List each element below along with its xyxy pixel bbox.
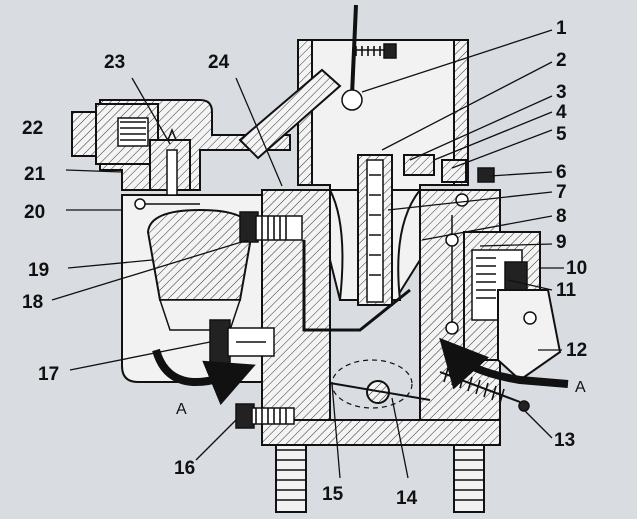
callout-22: 22 [22,118,43,139]
flow-label-left: A [176,401,187,418]
throttle-spindle [329,359,431,409]
callout-2: 2 [556,50,567,71]
fuel-passage [302,240,411,332]
pilot-jet [209,319,275,365]
choke-flap [341,4,397,111]
callout-7: 7 [556,182,567,203]
callout-23: 23 [104,52,125,73]
callout-9: 9 [556,232,567,253]
mounting-stud-left [275,439,307,513]
callout-20: 20 [24,202,45,223]
body-base [261,419,501,446]
callout-1: 1 [556,18,567,39]
throttle-lever [497,289,562,382]
callout-24: 24 [208,52,230,73]
callout-18: 18 [22,292,43,313]
callout-numbers: 1 2 3 4 5 6 7 8 9 10 11 12 13 14 15 16 1… [22,18,587,509]
callout-13: 13 [554,430,575,451]
float [146,208,254,331]
callout-8: 8 [556,206,567,227]
needle-valve [149,127,191,196]
mounting-stud-right [453,439,485,513]
callout-5: 5 [556,124,567,145]
callout-12: 12 [566,340,587,361]
callout-16: 16 [174,458,195,479]
fuel-inlet-union [71,103,159,165]
callout-6: 6 [556,162,567,183]
float-pivot [134,198,200,210]
main-jet-holder [239,211,303,243]
callout-19: 19 [28,260,49,281]
flow-label-right: A [575,379,586,396]
idle-jet-ball [445,321,459,335]
callout-21: 21 [24,164,46,185]
idle-mixture-screw [235,403,295,429]
callout-3: 3 [556,82,567,103]
air-flow-arrow-right [439,337,569,390]
fuel-flow-arrow-left [152,348,256,406]
emulsion-tube [357,154,393,306]
throat-wall-right [453,39,469,186]
leader-lines [51,29,564,479]
air-bleed-tube [238,68,342,160]
callout-4: 4 [556,102,567,123]
callout-11: 11 [556,280,577,301]
callout-15: 15 [322,484,344,505]
callout-10: 10 [566,258,587,279]
callout-14: 14 [396,488,418,509]
callout-17: 17 [38,364,59,385]
